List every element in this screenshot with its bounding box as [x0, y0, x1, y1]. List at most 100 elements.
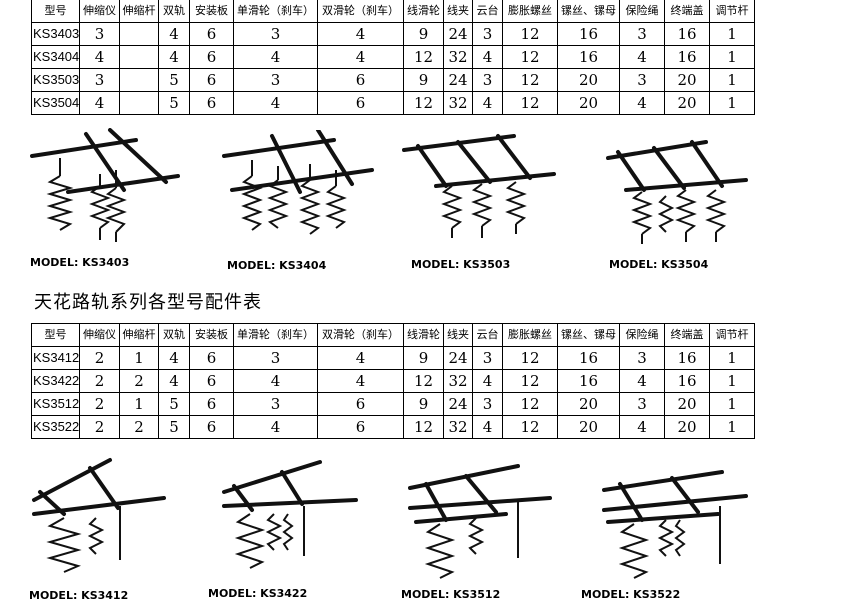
quantity-cell: 4	[158, 45, 190, 69]
quantity-cell: 6	[189, 369, 234, 393]
quantity-cell: 1	[709, 392, 755, 416]
quantity-cell: 12	[403, 369, 444, 393]
quantity-cell: 16	[557, 346, 620, 370]
quantity-cell: 12	[502, 392, 558, 416]
quantity-cell: 32	[443, 415, 473, 439]
quantity-cell: 2	[79, 392, 120, 416]
quantity-cell: 5	[158, 415, 190, 439]
column-header: 调节杆	[709, 323, 755, 347]
quantity-cell: 6	[189, 45, 234, 69]
quantity-cell: 12	[502, 45, 558, 69]
model-caption: MODEL: KS3412	[29, 589, 129, 602]
column-header: 线滑轮	[403, 323, 444, 347]
quantity-cell: 5	[158, 392, 190, 416]
model-caption: MODEL: KS3503	[411, 258, 511, 271]
quantity-cell: 1	[709, 45, 755, 69]
model-cell: KS3403	[31, 22, 80, 46]
column-header: 单滑轮（刹车）	[233, 323, 318, 347]
quantity-cell: 6	[189, 392, 234, 416]
quantity-cell: 2	[119, 415, 159, 439]
quantity-cell: 24	[443, 346, 473, 370]
model-caption: MODEL: KS3522	[581, 588, 681, 601]
column-header: 终端盖	[664, 0, 710, 23]
quantity-cell: 24	[443, 68, 473, 92]
quantity-cell: 3	[619, 68, 665, 92]
quantity-cell: 4	[472, 415, 503, 439]
quantity-cell: 4	[317, 22, 404, 46]
quantity-cell: 20	[664, 392, 710, 416]
quantity-cell: 16	[557, 22, 620, 46]
quantity-cell: 9	[403, 346, 444, 370]
column-header: 保险绳	[619, 323, 665, 347]
product-image-ks3404	[222, 130, 382, 258]
column-header: 伸缩杆	[119, 0, 159, 23]
quantity-cell: 24	[443, 392, 473, 416]
table-header-row: 型号伸缩仪伸缩杆双轨安装板单滑轮（刹车）双滑轮（刹车）线滑轮线夹云台膨胀螺丝镙丝…	[31, 323, 755, 347]
column-header: 单滑轮（刹车）	[233, 0, 318, 23]
quantity-cell: 4	[233, 369, 318, 393]
column-header: 伸缩仪	[79, 323, 120, 347]
quantity-cell: 4	[233, 45, 318, 69]
quantity-cell: 16	[664, 45, 710, 69]
quantity-cell: 20	[557, 68, 620, 92]
quantity-cell: 20	[664, 415, 710, 439]
quantity-cell: 1	[709, 68, 755, 92]
quantity-cell: 20	[664, 68, 710, 92]
quantity-cell: 6	[317, 91, 404, 115]
quantity-cell	[119, 45, 159, 69]
quantity-cell: 4	[79, 91, 120, 115]
model-cell: KS3404	[31, 45, 80, 69]
section-title: 天花路轨系列各型号配件表	[34, 292, 262, 313]
accessory-table-1: 型号伸缩仪伸缩杆双轨安装板单滑轮（刹车）双滑轮（刹车）线滑轮线夹云台膨胀螺丝镙丝…	[31, 0, 755, 115]
quantity-cell: 3	[619, 346, 665, 370]
quantity-cell: 3	[233, 22, 318, 46]
column-header: 双轨	[158, 0, 190, 23]
quantity-cell: 4	[158, 346, 190, 370]
quantity-cell: 3	[619, 22, 665, 46]
quantity-cell: 20	[664, 91, 710, 115]
quantity-cell: 4	[79, 45, 120, 69]
quantity-cell	[119, 91, 159, 115]
quantity-cell: 6	[189, 415, 234, 439]
quantity-cell: 3	[472, 392, 503, 416]
quantity-cell: 5	[158, 68, 190, 92]
quantity-cell: 1	[709, 415, 755, 439]
quantity-cell: 4	[472, 369, 503, 393]
quantity-cell: 4	[233, 415, 318, 439]
accessory-table-2: 型号伸缩仪伸缩杆双轨安装板单滑轮（刹车）双滑轮（刹车）线滑轮线夹云台膨胀螺丝镙丝…	[31, 323, 755, 439]
quantity-cell	[119, 68, 159, 92]
quantity-cell: 6	[317, 415, 404, 439]
model-caption: MODEL: KS3422	[208, 587, 308, 600]
quantity-cell: 12	[403, 415, 444, 439]
table-header-row: 型号伸缩仪伸缩杆双轨安装板单滑轮（刹车）双滑轮（刹车）线滑轮线夹云台膨胀螺丝镙丝…	[31, 0, 755, 23]
model-cell: KS3503	[31, 68, 80, 92]
quantity-cell: 1	[709, 346, 755, 370]
product-image-ks3504	[606, 134, 766, 262]
quantity-cell: 12	[502, 415, 558, 439]
quantity-cell: 16	[664, 346, 710, 370]
model-caption: MODEL: KS3512	[401, 588, 501, 601]
quantity-cell: 1	[119, 392, 159, 416]
column-header: 双滑轮（刹车）	[317, 0, 404, 23]
column-header: 线滑轮	[403, 0, 444, 23]
column-header: 膨胀螺丝	[502, 323, 558, 347]
column-header: 型号	[31, 0, 80, 23]
column-header: 膨胀螺丝	[502, 0, 558, 23]
quantity-cell: 24	[443, 22, 473, 46]
quantity-cell: 3	[472, 22, 503, 46]
quantity-cell: 3	[472, 68, 503, 92]
quantity-cell: 4	[472, 45, 503, 69]
quantity-cell: 2	[79, 415, 120, 439]
column-header: 镙丝、镙母	[557, 0, 620, 23]
quantity-cell: 3	[472, 346, 503, 370]
quantity-cell: 20	[557, 392, 620, 416]
column-header: 云台	[472, 0, 503, 23]
quantity-cell: 4	[317, 369, 404, 393]
quantity-cell: 3	[233, 392, 318, 416]
quantity-cell: 12	[502, 91, 558, 115]
quantity-cell	[119, 22, 159, 46]
quantity-cell: 32	[443, 91, 473, 115]
